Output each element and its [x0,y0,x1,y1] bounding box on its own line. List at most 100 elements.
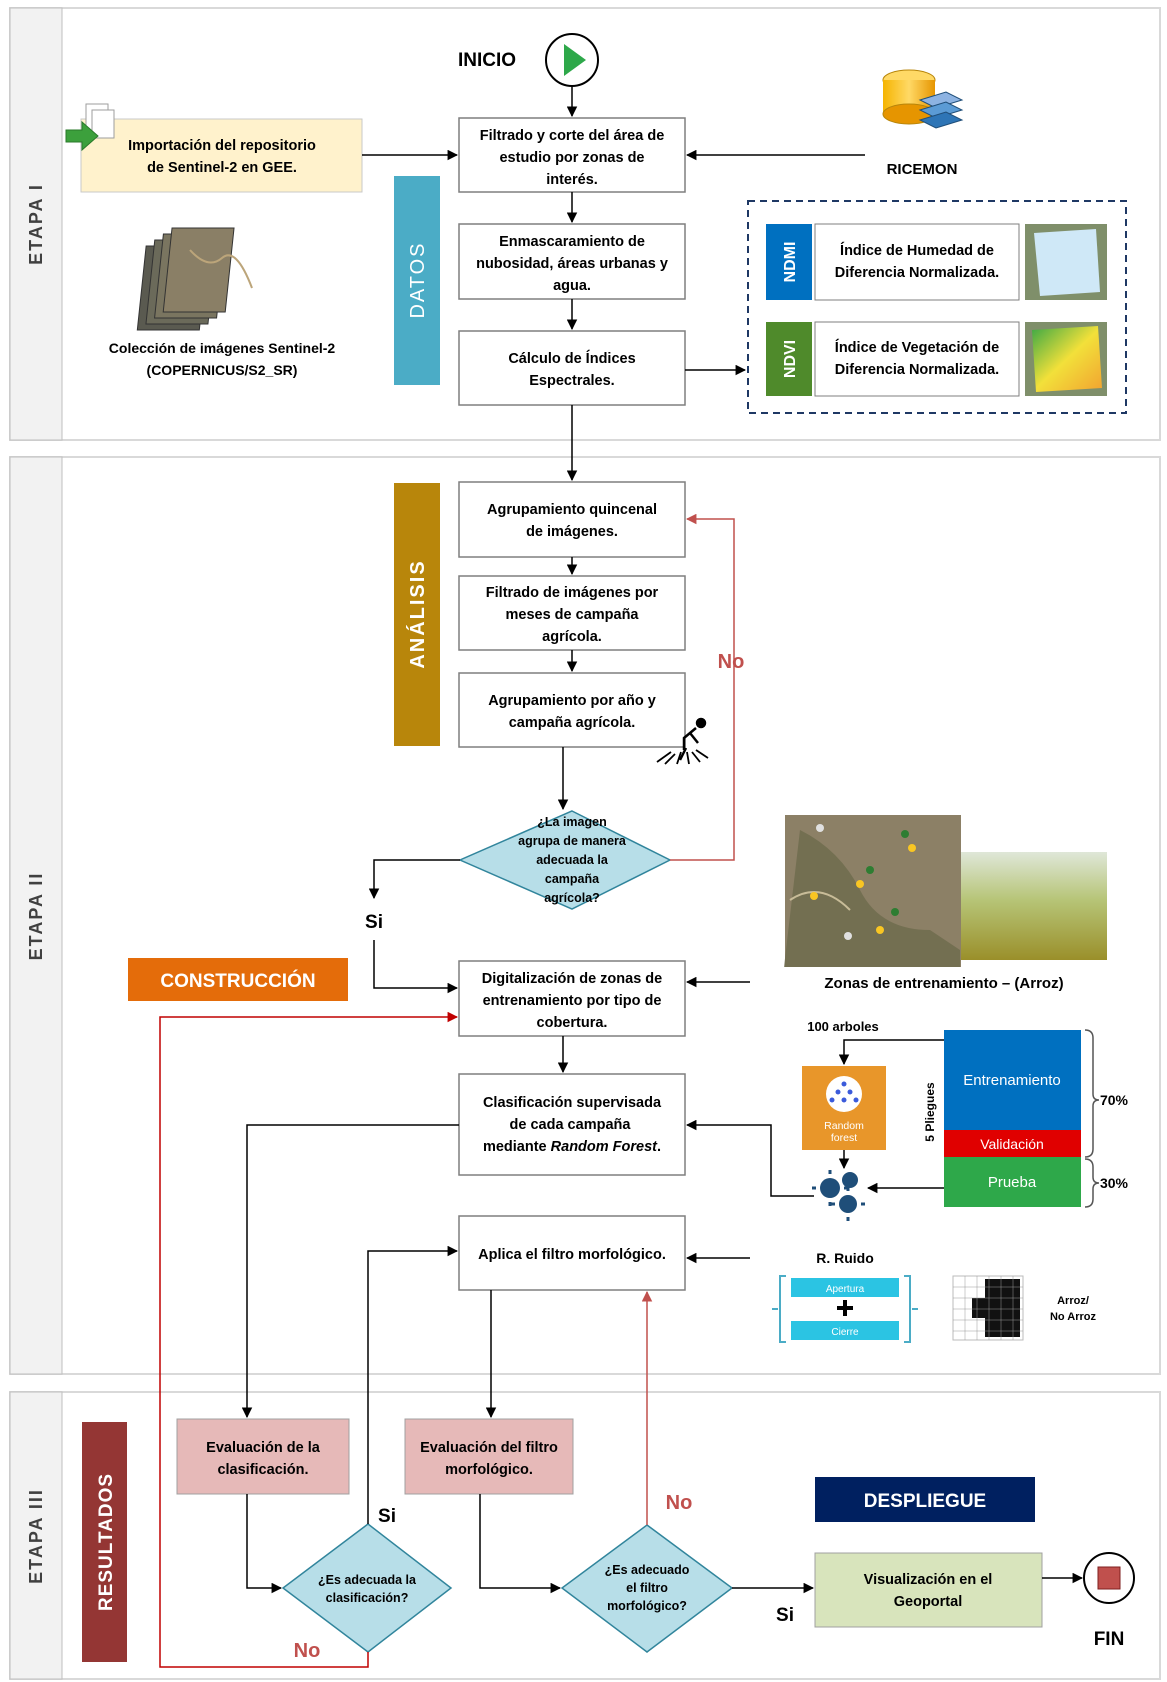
map-marker [856,880,864,888]
ricemon-label: RICEMON [887,161,958,178]
arrow-no-agrup [670,513,735,861]
stage-2-label: ETAPA II [26,872,46,961]
label-no-2: No [294,1640,321,1662]
stage-3-label: ETAPA III [26,1488,46,1584]
step-filtrado [458,117,686,193]
arrow-evalfiltro-decision [479,1494,562,1594]
ndvi-desc-box [814,321,1020,397]
resultados-tag [82,1422,127,1662]
stage-1-band [9,7,63,441]
ndvi-tag-text: NDVI [782,340,799,378]
brace-70 [1084,1029,1100,1158]
split-test-label: Prueba [988,1174,1037,1191]
ndvi-tag [766,322,812,396]
step-calculo [458,330,686,406]
split-valid-label: Validación [980,1136,1044,1152]
arrow-evalclas-decision [246,1494,283,1594]
satellite-map [784,815,961,967]
pct-30: 30% [1100,1175,1129,1191]
despliegue-tag [815,1477,1035,1522]
apertura-label: Apertura [826,1284,865,1295]
phase-tags: DATOS ANÁLISIS CONSTRUCCIÓN RESULTADOS D… [82,176,1035,1662]
arrow-trees-rf [838,1039,944,1066]
pct-70: 70% [1100,1092,1129,1108]
split-train [944,1030,1081,1130]
trees-label: 100 arboles [807,1019,879,1034]
split-test [944,1157,1081,1207]
folds-label: 5 Pliegues [923,1082,937,1142]
map-marker [844,932,852,940]
noise-reduction-diagram: R. Ruido Apertura Cierre Arroz/No Arroz [772,1250,1097,1343]
map-marker [901,830,909,838]
step-agrupamiento-anio [458,672,686,748]
step-visualizacion [814,1552,1043,1628]
cierre-box [791,1321,899,1340]
ndmi-tag [766,224,812,300]
training-zones-caption: Zonas de entrenamiento – (Arroz) [824,975,1063,992]
label-si-1: Si [365,912,383,933]
stage-1-label: ETAPA I [26,183,46,265]
datos-tag [394,176,440,385]
arrow-clasif-eval [241,1124,459,1419]
map-marker [810,892,818,900]
import-icon [65,103,115,152]
decision-clasificacion [281,1523,453,1653]
analisis-tag [394,483,440,746]
arrow-si-digital [373,940,459,994]
construccion-tag [128,958,348,1001]
stage-frames: ETAPA I ETAPA II ETAPA III [9,7,1161,1680]
split-train-label: Entrenamiento [963,1072,1061,1089]
play-icon [564,44,586,76]
ndvi-thumbnail [1025,322,1107,396]
step-agrupamiento-quincenal [458,481,686,558]
step-filtro-morfologico [458,1215,686,1291]
arrow-si-filtro [367,1245,459,1524]
decision-agrupa [458,810,672,910]
collection-caption: Colección de imágenes Sentinel-2(COPERNI… [109,340,336,378]
analisis-label: ANÁLISIS [406,559,429,668]
ndmi-thumbnail [1025,224,1107,300]
brace-30 [1084,1158,1100,1208]
decision-labels: Si No Si No No Si [294,651,794,1662]
arrow-no-clasif [159,1011,459,1668]
step-clasificacion [458,1073,686,1176]
despliegue-label: DESPLIEGUE [864,1491,986,1512]
step-evaluacion-filtro [404,1418,574,1495]
arroz-label: Arroz/No Arroz [1050,1295,1097,1323]
bracket-left [779,1275,786,1343]
split-valid [944,1130,1081,1157]
training-zone-images: Zonas de entrenamiento – (Arroz) [784,815,1107,992]
arrow-gears-clasif [685,1119,814,1197]
map-marker [908,844,916,852]
step-filtrado-meses [458,575,686,651]
gears-icon [812,1170,865,1221]
arrow-decision-si [368,859,460,900]
field-photo [955,852,1107,960]
return-connectors [159,513,735,1668]
import-box [80,118,363,193]
noise-title: R. Ruido [816,1250,874,1266]
connectors [241,86,1084,1594]
construccion-label: CONSTRUCCIÓN [160,970,315,992]
